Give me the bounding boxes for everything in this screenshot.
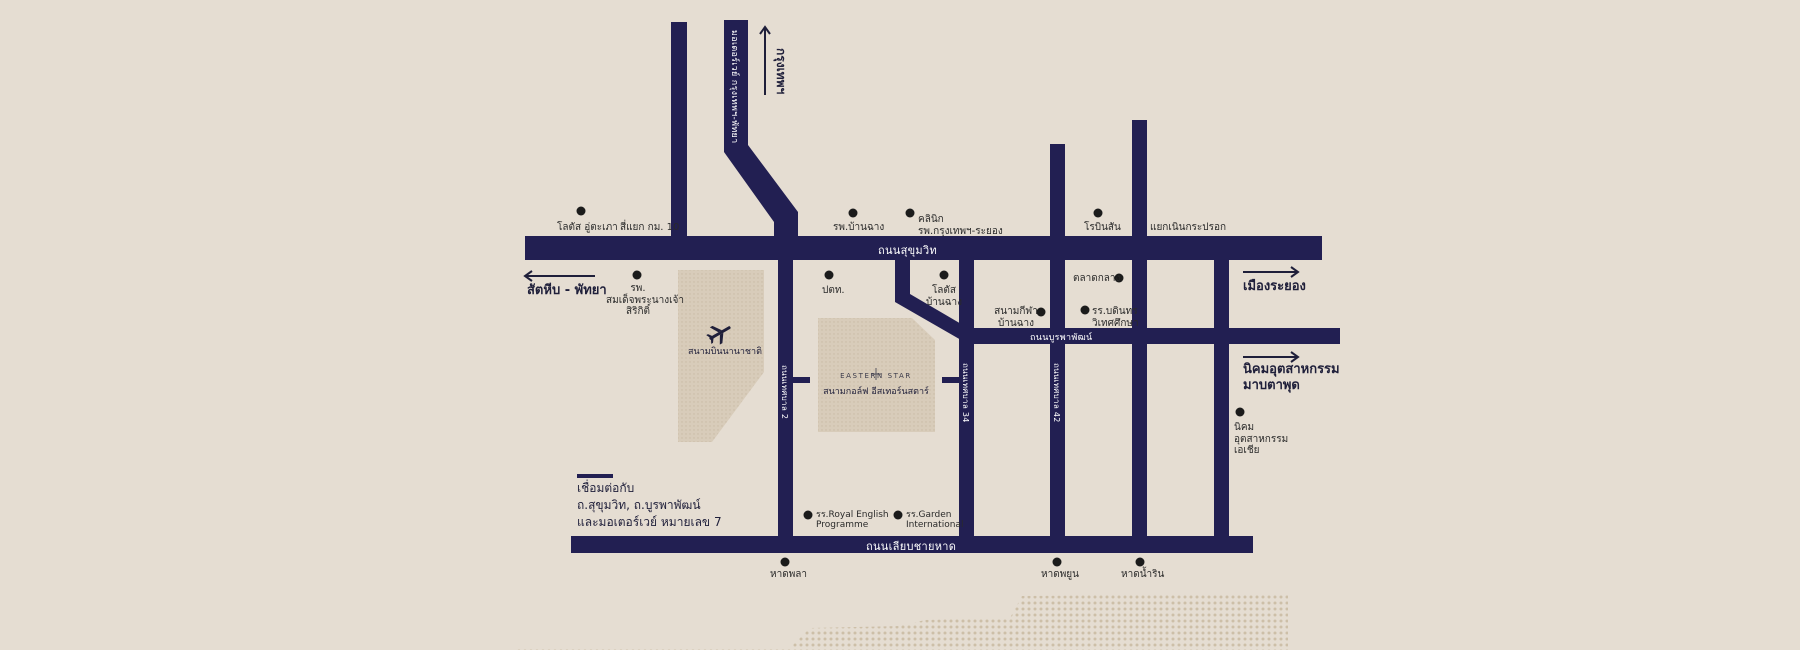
label-asia-estate: นิคม อุตสาหกรรม เอเชีย — [1234, 422, 1289, 456]
marker-beach-namrin — [1135, 557, 1145, 567]
label-beach-phayun: หาดพยูน — [1041, 569, 1079, 580]
legend-line-1: เชื่อมต่อกับ — [577, 481, 635, 495]
road-label-soi42: ถนนเทศบาล 42 — [1052, 363, 1061, 423]
label-ptt: ปตท. — [822, 285, 845, 296]
label-sirikit-hospital: รพ. สมเด็จพระนางเจ้า สิริกิติ์ — [606, 283, 685, 317]
label-clinic: คลินิก รพ.กรุงเทพฯ-ระยอง — [918, 214, 1003, 237]
marker-school-bodin — [1080, 305, 1090, 315]
label-beach-namrin: หาดน้ำริน — [1121, 569, 1165, 580]
golf-course-area — [818, 318, 935, 432]
label-royal-english: รร.Royal English Programme — [816, 510, 889, 531]
marker-market — [1114, 273, 1124, 283]
road-sukhumvit — [525, 236, 1322, 260]
marker-robinson — [1093, 208, 1103, 218]
road-east-2 — [1214, 258, 1229, 538]
legend: เชื่อมต่อกับ ถ.สุขุมวิท, ถ.บูรพาพัฒน์ แล… — [577, 480, 722, 530]
marker-asia-estate — [1235, 407, 1245, 417]
legend-line-2: ถ.สุขุมวิท, ถ.บูรพาพัฒน์ — [577, 497, 701, 512]
label-stadium: สนามกีฬา บ้านฉาง — [994, 306, 1038, 329]
direction-sattahip: สัตหีบ - พัทยา — [527, 283, 607, 298]
direction-maptaphut: นิคมอุตสาหกรรม มาบตาพุด — [1243, 362, 1340, 394]
road-beach — [571, 536, 1253, 553]
marker-beach-phayun — [1052, 557, 1062, 567]
golf-name: สนามกอล์ฟ อีสเทอร์นสตาร์ — [823, 387, 929, 397]
star-icon — [871, 368, 881, 380]
road-link-burapha — [895, 258, 968, 344]
road-soi2-spur — [793, 377, 810, 383]
road-label-soi2: ถนนเทศบาล 2 — [780, 365, 789, 420]
road-soi42 — [1050, 144, 1065, 538]
golf-course-label: EASTERN STAR สนามกอล์ฟ อีสเทอร์นสตาร์ — [816, 372, 936, 398]
airport-area — [678, 270, 764, 442]
label-market: ตลาดกลาง — [1073, 273, 1121, 284]
marker-royal-english — [803, 510, 813, 520]
marker-lotus-banchang — [939, 270, 949, 280]
marker-lotus-uthapao — [576, 206, 586, 216]
road-label-burapha: ถนนบูรพาพัฒน์ — [1030, 333, 1093, 343]
road-motorway — [724, 20, 798, 238]
label-km10: สี่แยก กม. 10 — [620, 222, 680, 233]
golf-brand: EASTERN STAR — [840, 372, 912, 380]
road-label-beach: ถนนเลียบชายหาด — [866, 540, 957, 553]
road-label-motorway: มอเตอร์เวย์ กรุงเทพฯ-พัทยา — [729, 30, 739, 144]
label-lotus-uthapao: โลตัส อู่ตะเภา — [557, 222, 618, 233]
marker-ptt — [824, 270, 834, 280]
direction-bangkok: กรุงเทพฯ — [774, 48, 788, 95]
legend-line — [577, 474, 613, 478]
label-lotus-banchang: โลตัส บ้านฉาง — [925, 285, 963, 308]
direction-rayong: เมืองระยอง — [1243, 279, 1306, 294]
road-north-west — [671, 22, 687, 238]
road-label-sukhumvit: ถนนสุขุมวิท — [878, 244, 938, 257]
marker-stadium — [1036, 307, 1046, 317]
road-soi34-spur — [942, 377, 959, 383]
road-soi34 — [959, 258, 974, 538]
marker-beach-phla — [780, 557, 790, 567]
label-pakrapong: แยกเนินกระปรอก — [1150, 222, 1227, 233]
label-school-bodin: รร.บดินทร วิเทศศึกษา — [1092, 306, 1139, 329]
marker-clinic — [905, 208, 915, 218]
road-east-1 — [1132, 120, 1147, 538]
label-robinson: โรบินสัน — [1084, 222, 1121, 233]
marker-garden — [893, 510, 903, 520]
airport-label: สนามบินนานาชาติ — [688, 347, 762, 357]
legend-line-3: และมอเตอร์เวย์ หมายเลข 7 — [577, 514, 722, 529]
airplane-icon — [706, 325, 731, 345]
label-garden: รร.Garden International — [906, 510, 964, 531]
label-beach-phla: หาดพลา — [770, 569, 808, 580]
road-burapha — [965, 328, 1340, 344]
road-label-soi34: ถนนเทศบาล 34 — [961, 363, 970, 423]
label-banchang-hospital: รพ.บ้านฉาง — [833, 222, 885, 233]
marker-sirikit-hospital — [632, 270, 642, 280]
marker-banchang-hospital — [848, 208, 858, 218]
sea-area — [515, 594, 1288, 650]
road-soi2 — [778, 258, 793, 538]
